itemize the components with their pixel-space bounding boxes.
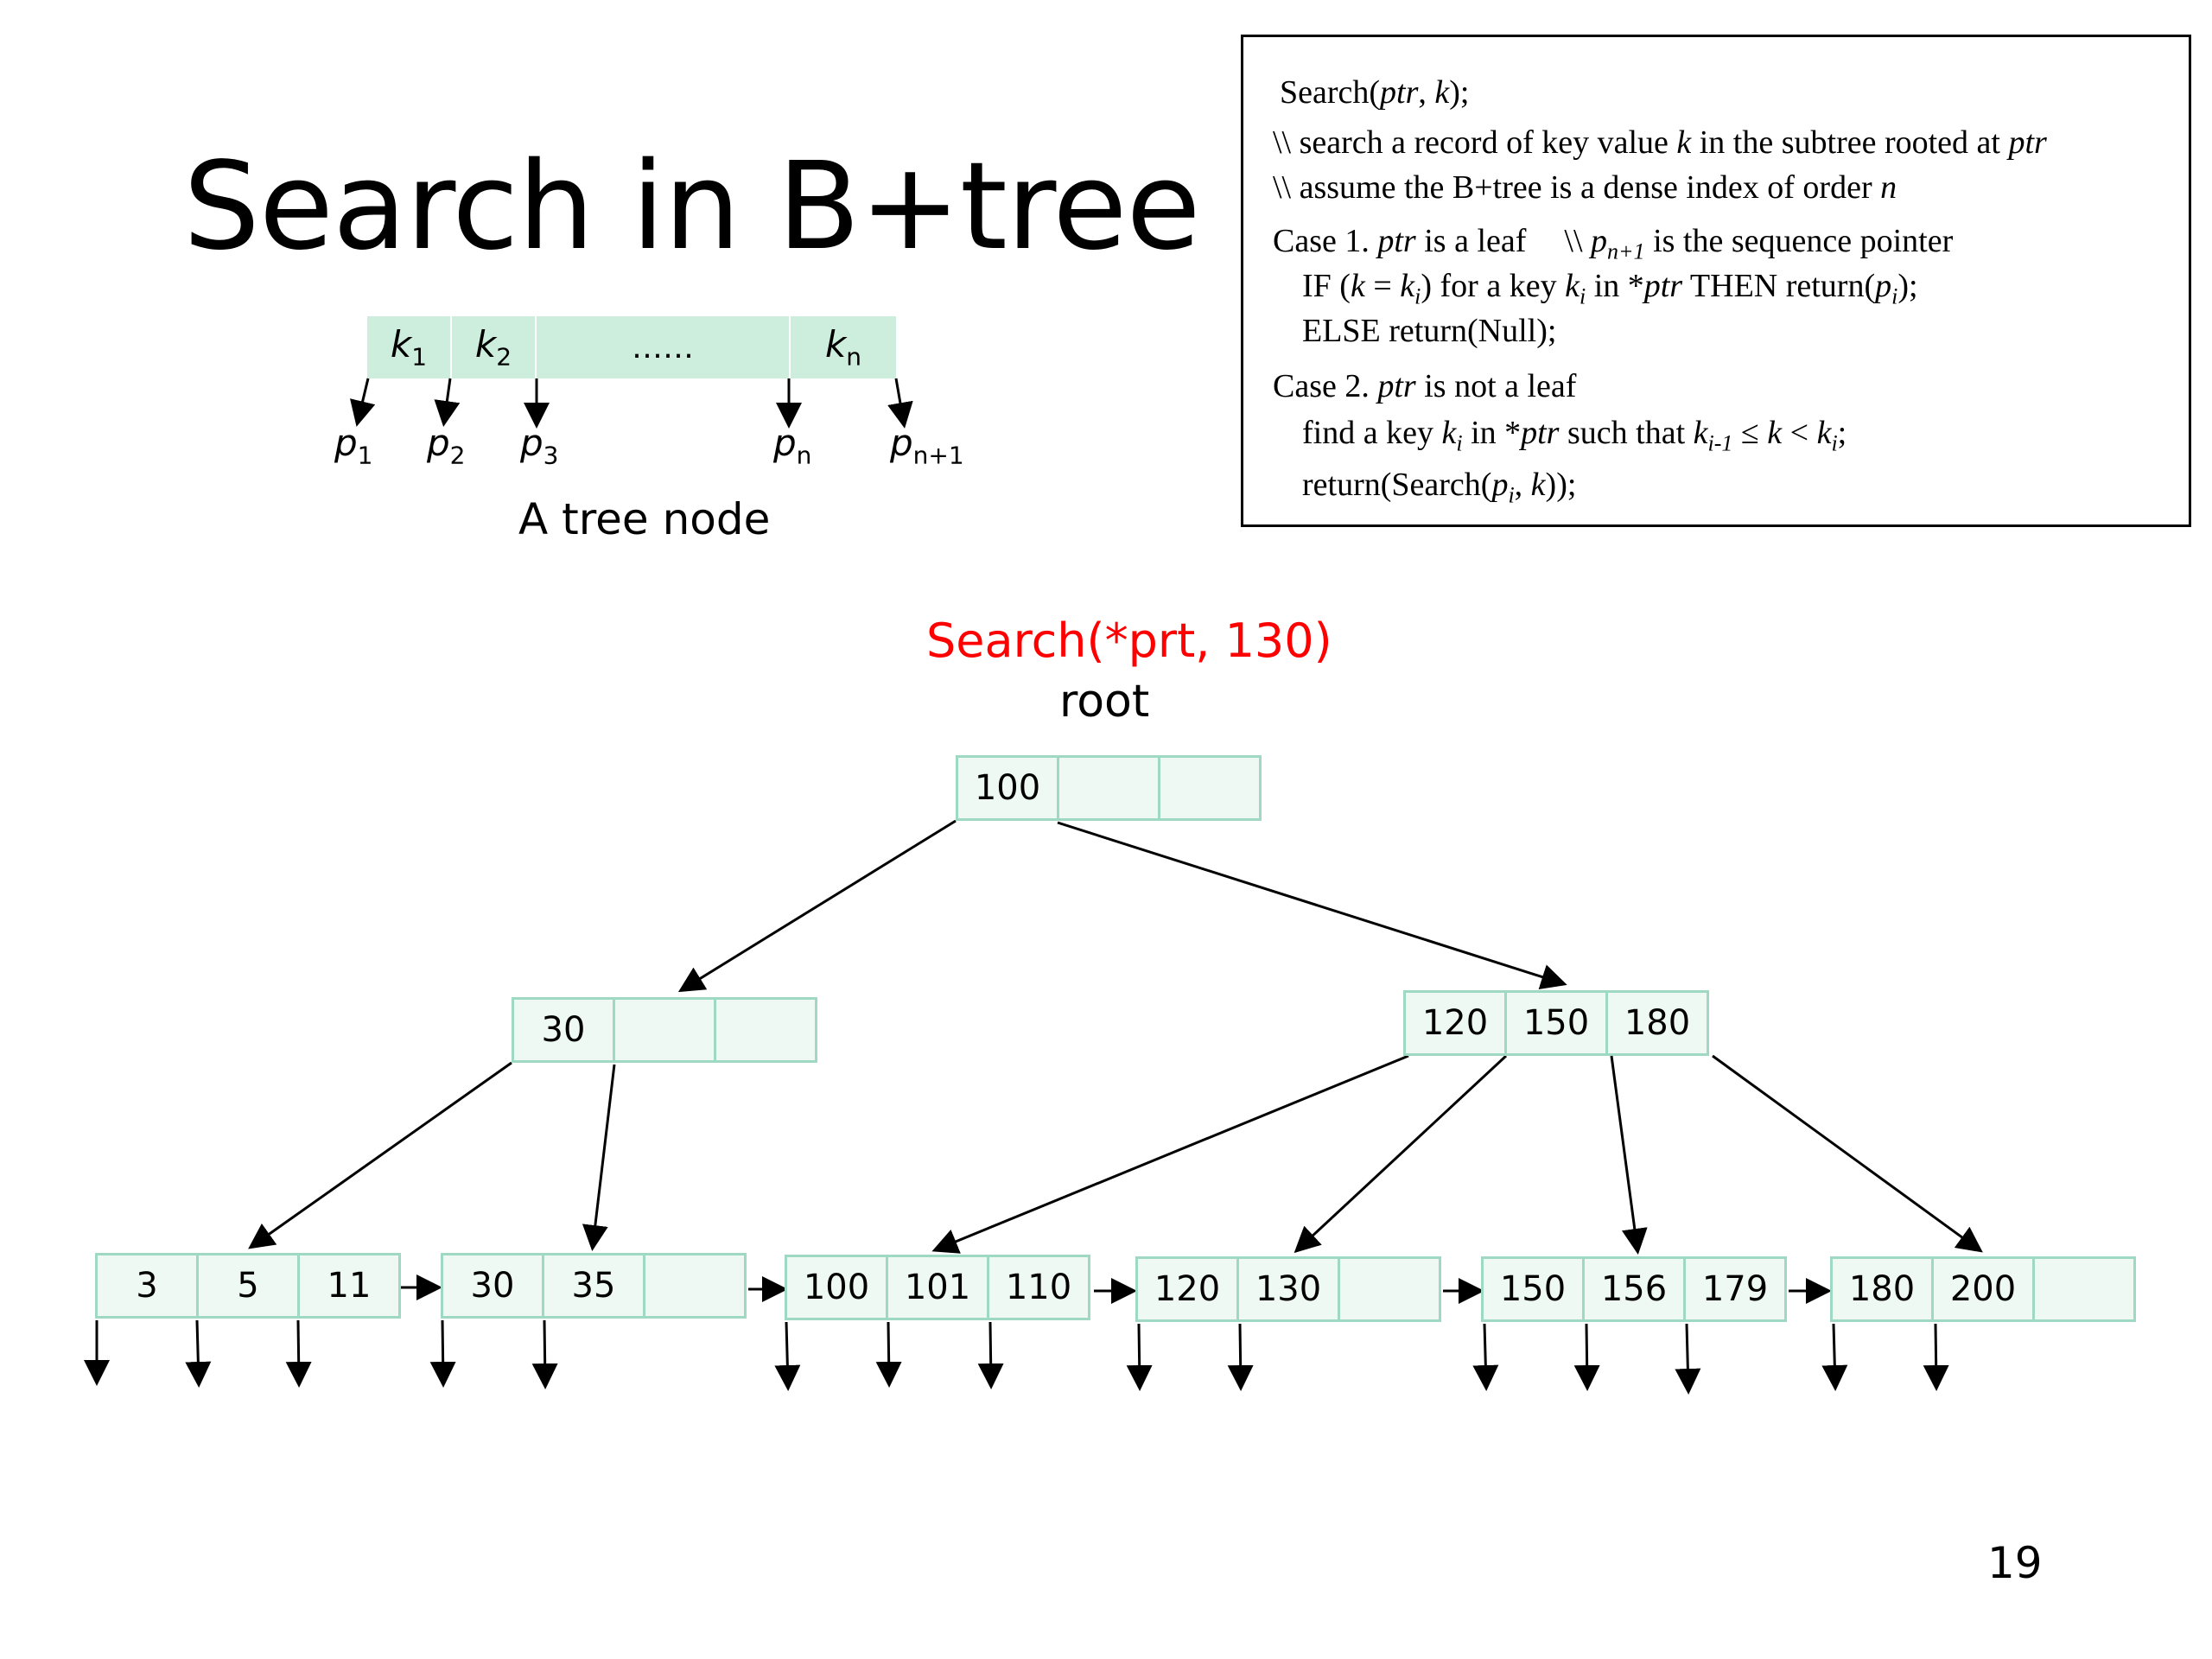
- edge-right-to-leaf-6: [1712, 1054, 1983, 1253]
- node-key-2-label: k2: [474, 323, 512, 372]
- leaf-1-key-3: 11: [297, 1253, 401, 1319]
- leaf-4-data-pointer-2: [1227, 1323, 1254, 1391]
- leaf-3-data-pointer-3: [977, 1321, 1004, 1389]
- leaf-3-data-pointer-1: [774, 1321, 801, 1391]
- code-case-2-find: find a key ki in *ptr such that ki-1 ≤ k…: [1302, 415, 1847, 456]
- node-pointer-arrow-1: [350, 378, 376, 427]
- internal-right-key-2: 150: [1504, 990, 1608, 1056]
- node-pointer-arrow-5: [887, 378, 913, 429]
- edge-right-to-leaf-3: [931, 1054, 1409, 1254]
- code-case-2-return: return(Search(pi, k));: [1302, 467, 1577, 508]
- node-key-ellipsis-label: ……: [632, 329, 694, 365]
- node-key-1-label: k1: [390, 323, 428, 372]
- leaf-5-key-3: 179: [1683, 1256, 1787, 1322]
- pointer-label-p1: p1: [334, 422, 373, 470]
- tree-node-caption: A tree node: [518, 494, 771, 544]
- leaf-2-data-pointer-2: [531, 1319, 558, 1389]
- edge-root-to-left: [677, 819, 957, 993]
- slide-title: Search in B+tree: [183, 137, 1201, 277]
- leaf-5-data-pointer-1: [1472, 1323, 1499, 1391]
- internal-left-key-3: [714, 997, 817, 1063]
- search-call-label: Search(*prt, 130): [926, 613, 1332, 668]
- pseudocode-box: Search(ptr, k); \\ search a record of ke…: [1241, 35, 2191, 527]
- pointer-label-pn1: pn+1: [890, 422, 964, 470]
- node-key-2: k2: [452, 316, 535, 378]
- code-case-2: Case 2. ptr is not a leaf: [1273, 368, 1577, 404]
- leaf-5-data-pointer-3: [1675, 1323, 1701, 1395]
- node-key-n-label: kn: [824, 323, 862, 372]
- leaf-6-key-2: 200: [1931, 1256, 2035, 1322]
- leaf-5-key-1: 150: [1481, 1256, 1585, 1322]
- leaf-5-key-2: 156: [1582, 1256, 1686, 1322]
- leaf-1-data-pointer-2: [185, 1319, 212, 1388]
- code-case-1: Case 1. ptr is a leaf\\ pn+1 is the sequ…: [1273, 223, 1954, 264]
- leaf-2-key-1: 30: [441, 1253, 544, 1319]
- root-key-1: 100: [956, 755, 1059, 821]
- root-key-2: [1057, 755, 1160, 821]
- leaf-6-key-3: [2032, 1256, 2136, 1322]
- edge-left-to-leaf-1: [248, 1061, 512, 1249]
- page-number: 19: [1987, 1538, 2043, 1588]
- root-key-3: [1158, 755, 1262, 821]
- leaf-3-key-2: 101: [886, 1255, 989, 1320]
- internal-right-key-3: 180: [1605, 990, 1709, 1056]
- edge-root-to-right: [1057, 821, 1567, 990]
- leaf-1-key-2: 5: [196, 1253, 300, 1319]
- leaf-6-key-1: 180: [1830, 1256, 1934, 1322]
- node-pointer-arrow-2: [434, 378, 461, 427]
- pointer-label-pn: pn: [773, 422, 812, 470]
- leaf-2-data-pointer-1: [429, 1319, 456, 1388]
- pointer-label-p2: p2: [427, 422, 466, 470]
- leaf-4-data-pointer-1: [1126, 1323, 1153, 1391]
- leaf-4-key-3: [1338, 1256, 1441, 1322]
- leaf-2-key-3: [643, 1253, 747, 1319]
- leaf-2-key-2: 35: [542, 1253, 645, 1319]
- leaf-1-key-1: 3: [95, 1253, 199, 1319]
- code-signature: Search(ptr, k);: [1280, 74, 1470, 111]
- internal-left-key-1: 30: [512, 997, 615, 1063]
- node-key-1: k1: [367, 316, 450, 378]
- node-key-n: kn: [791, 316, 896, 378]
- leaf-6-data-pointer-1: [1821, 1323, 1848, 1391]
- pointer-label-p3: p3: [520, 422, 559, 470]
- leaf-4-key-2: 130: [1236, 1256, 1340, 1322]
- code-case-1-else: ELSE return(Null);: [1302, 313, 1557, 349]
- edge-right-to-leaf-5: [1610, 1055, 1648, 1255]
- leaf-3-data-pointer-2: [875, 1321, 902, 1388]
- root-label: root: [1059, 676, 1150, 728]
- edge-left-to-leaf-2: [582, 1064, 616, 1251]
- leaf-3-key-1: 100: [785, 1255, 888, 1320]
- code-comment-2: \\ assume the B+tree is a dense index of…: [1273, 169, 1897, 206]
- leaf-5-data-pointer-2: [1573, 1323, 1600, 1391]
- leaf-3-key-3: 110: [987, 1255, 1090, 1320]
- internal-left-key-2: [613, 997, 716, 1063]
- code-case-1-if: IF (k = ki) for a key ki in *ptr THEN re…: [1302, 268, 1918, 309]
- internal-right-key-1: 120: [1403, 990, 1507, 1056]
- leaf-1-data-pointer-3: [285, 1319, 312, 1388]
- node-key-ellipsis: ……: [537, 316, 789, 378]
- edge-right-to-leaf-4: [1294, 1054, 1508, 1254]
- leaf-4-key-1: 120: [1135, 1256, 1239, 1322]
- code-comment-1: \\ search a record of key value k in the…: [1273, 124, 2047, 161]
